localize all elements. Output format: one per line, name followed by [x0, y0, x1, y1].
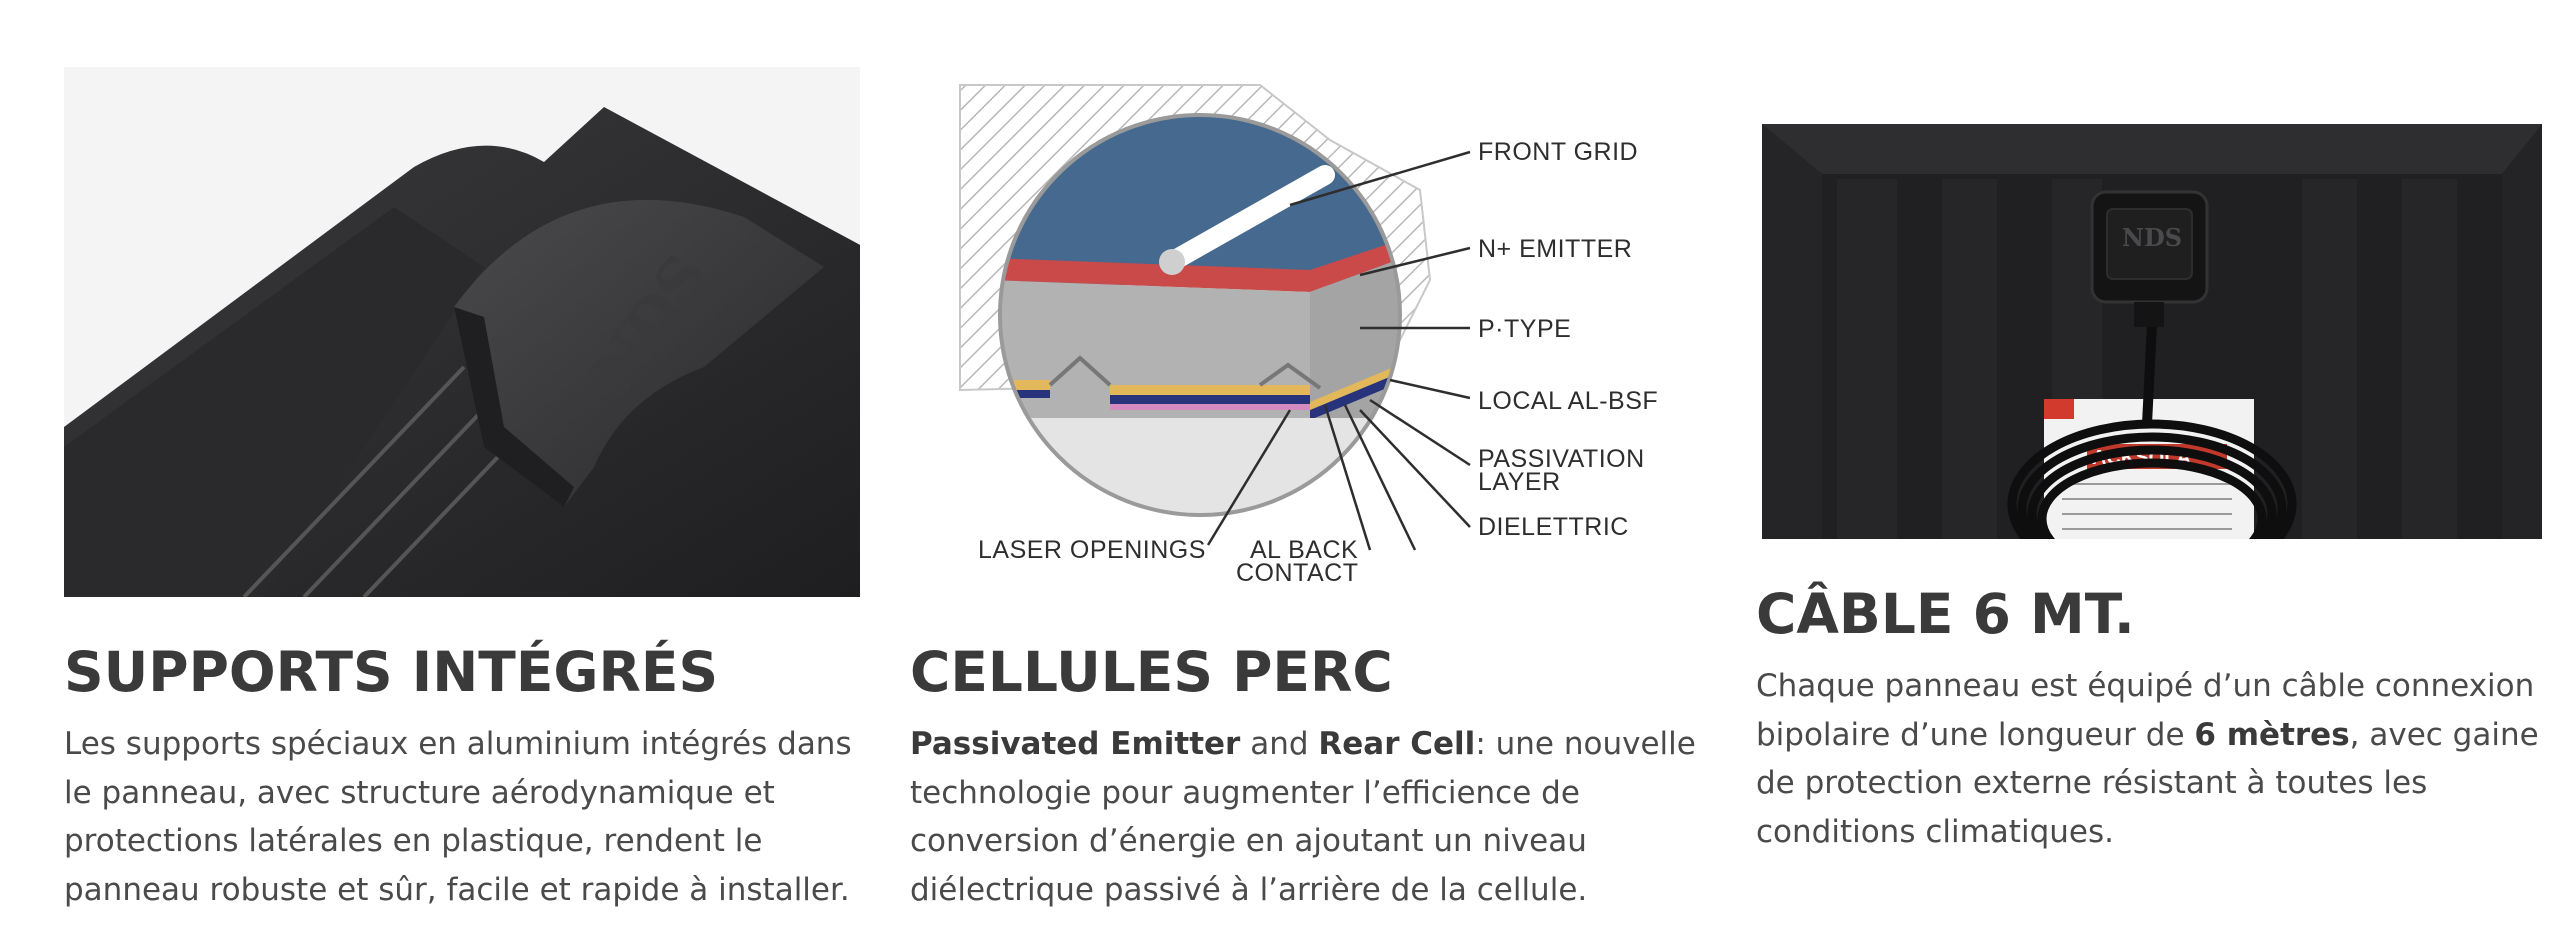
label-laser-openings: LASER OPENINGS [978, 536, 1206, 564]
label-al-back-2: CONTACT [1236, 559, 1358, 587]
integrated-supports-image: NDS [64, 67, 860, 597]
perc-description: Passivated Emitter and Rear Cell: une no… [910, 720, 1700, 914]
junction-box-logo: NDS [2122, 223, 2182, 252]
supports-title: SUPPORTS INTÉGRÉS [64, 640, 719, 704]
cable-desc-post: , avec gaine de protection externe résis… [1756, 716, 2539, 850]
supports-description: Les supports spéciaux en aluminium intég… [64, 726, 852, 908]
cable-panel-image: ACKSOLA NDS [1762, 124, 2542, 539]
cable-title: CÂBLE 6 MT. [1756, 582, 2135, 646]
label-front-grid: FRONT GRID [1478, 138, 1638, 166]
label-dielettric: DIELETTRIC [1478, 513, 1629, 541]
perc-cell-diagram: FRONT GRID N+ EMITTER P·TYPE LOCAL AL-BS… [950, 80, 1670, 600]
perc-desc-rest: : une nouvelle technologie pour augmente… [910, 726, 1696, 908]
cable-desc-pre: Chaque panneau est équipé d’un câble con… [1756, 668, 2535, 753]
label-al-back-1: AL BACK [1250, 536, 1358, 564]
label-passivation-1: PASSIVATION [1478, 445, 1645, 473]
perc-bold-rear-cell: Rear Cell [1318, 726, 1476, 762]
perc-bold-passivated: Passivated Emitter [910, 726, 1241, 762]
perc-title: CELLULES PERC [910, 640, 1393, 704]
label-local-al-bsf: LOCAL AL-BSF [1478, 387, 1658, 415]
perc-desc-and: and [1240, 726, 1319, 762]
label-n-emitter: N+ EMITTER [1478, 235, 1632, 263]
label-passivation-2: LAYER [1478, 468, 1561, 496]
cable-bold-length: 6 mètres [2194, 716, 2350, 753]
cable-description: Chaque panneau est équipé d’un câble con… [1756, 662, 2546, 856]
label-p-type: P·TYPE [1478, 315, 1571, 343]
